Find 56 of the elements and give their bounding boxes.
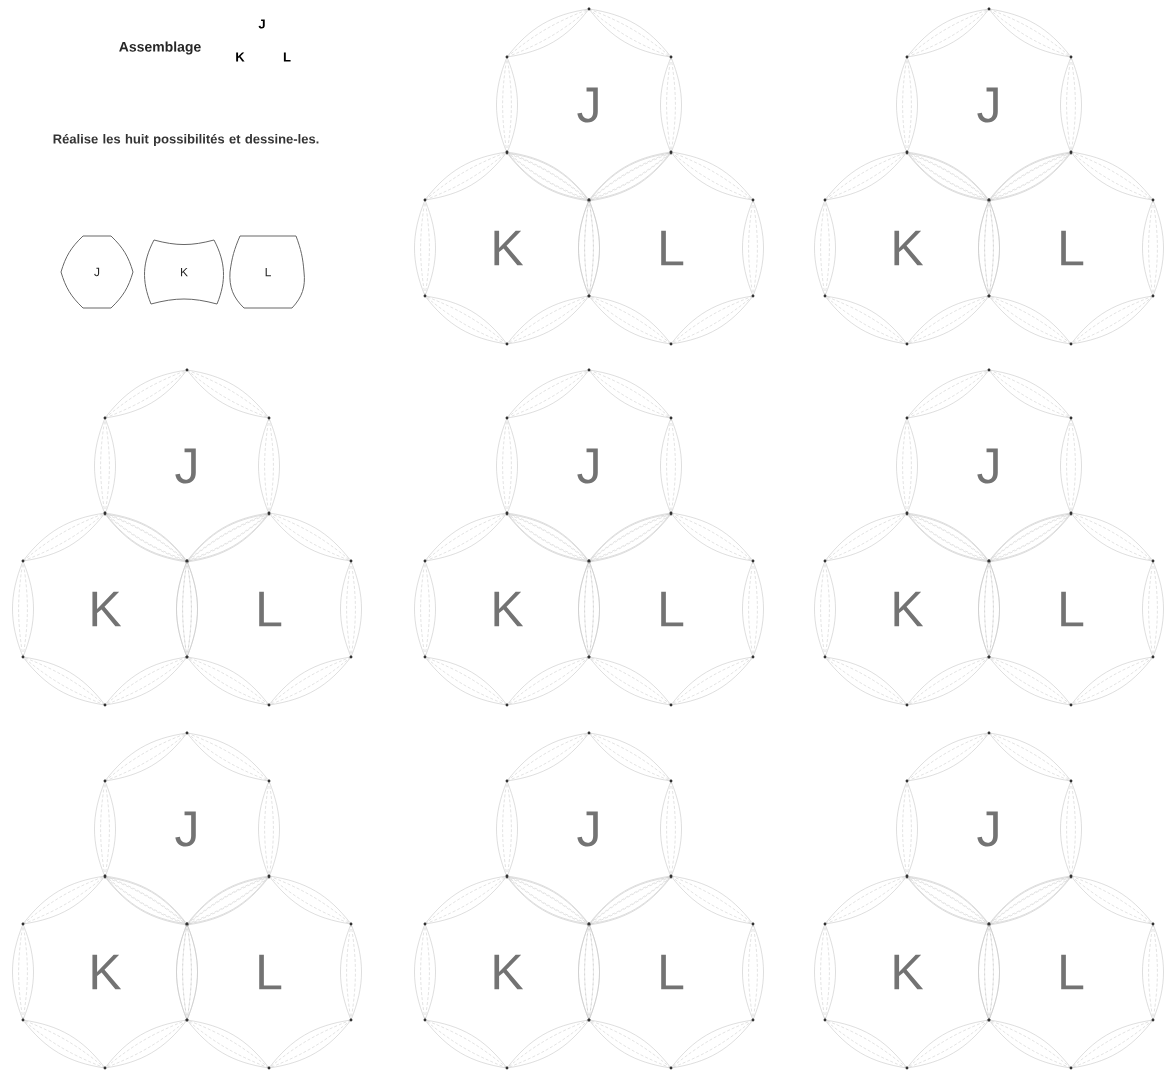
hexagon-cell: L: [578, 150, 764, 346]
node-label: J: [977, 811, 998, 847]
node-label: J: [577, 87, 598, 123]
hexagon-cell: L: [978, 874, 1164, 1070]
hexagon-cell: K: [814, 511, 1000, 707]
node-label: J: [577, 448, 598, 484]
hexagon-cell: J: [896, 731, 1082, 927]
node-label: L: [259, 591, 282, 627]
node-label: K: [894, 230, 924, 266]
hexagon-cell: J: [896, 7, 1082, 203]
node-label: K: [92, 591, 122, 627]
node-label: L: [661, 954, 684, 990]
hexagon-cell: K: [12, 511, 198, 707]
puzzle-piece: L: [229, 235, 305, 309]
hexagon-cell: K: [414, 150, 600, 346]
hexagon-cell: J: [896, 368, 1082, 564]
puzzle-piece: K: [144, 239, 224, 305]
hexagon-cell: K: [414, 511, 600, 707]
node-label: K: [92, 954, 122, 990]
node-label: J: [175, 811, 196, 847]
node-label: K: [894, 591, 924, 627]
hexagon-cell: L: [978, 511, 1164, 707]
node-label: L: [661, 230, 684, 266]
node-label: J: [977, 448, 998, 484]
letter-label: L: [283, 52, 291, 62]
node-label: L: [661, 591, 684, 627]
hexagon-cell: J: [94, 368, 280, 564]
puzzle-piece: J: [60, 235, 134, 309]
hexagon-cell: L: [176, 874, 362, 1070]
node-label: J: [977, 87, 998, 123]
node-label: K: [494, 230, 524, 266]
letter-label: K: [236, 52, 245, 62]
hexagon-cell: K: [414, 874, 600, 1070]
hexagon-cell: J: [496, 7, 682, 203]
hexagon-cell: J: [496, 368, 682, 564]
hexagon-cell: J: [496, 731, 682, 927]
node-label: J: [577, 811, 598, 847]
hexagon-cell: J: [94, 731, 280, 927]
letter-label: J: [258, 19, 265, 29]
hexagon-cell: L: [978, 150, 1164, 346]
hexagon-cell: K: [814, 874, 1000, 1070]
hexagon-cell: K: [12, 874, 198, 1070]
hexagon-cell: L: [176, 511, 362, 707]
node-label: L: [259, 954, 282, 990]
node-label: L: [1061, 230, 1084, 266]
node-label: J: [175, 448, 196, 484]
node-label: K: [894, 954, 924, 990]
hexagon-cell: L: [578, 511, 764, 707]
title: Assemblage: [119, 41, 201, 55]
hexagon-cell: K: [814, 150, 1000, 346]
node-label: L: [1061, 954, 1084, 990]
node-label: K: [494, 591, 524, 627]
instruction: Réalise les huit possibilités et dessine-les.: [53, 133, 319, 147]
hexagon-cell: L: [578, 874, 764, 1070]
node-label: L: [1061, 591, 1084, 627]
node-label: K: [494, 954, 524, 990]
